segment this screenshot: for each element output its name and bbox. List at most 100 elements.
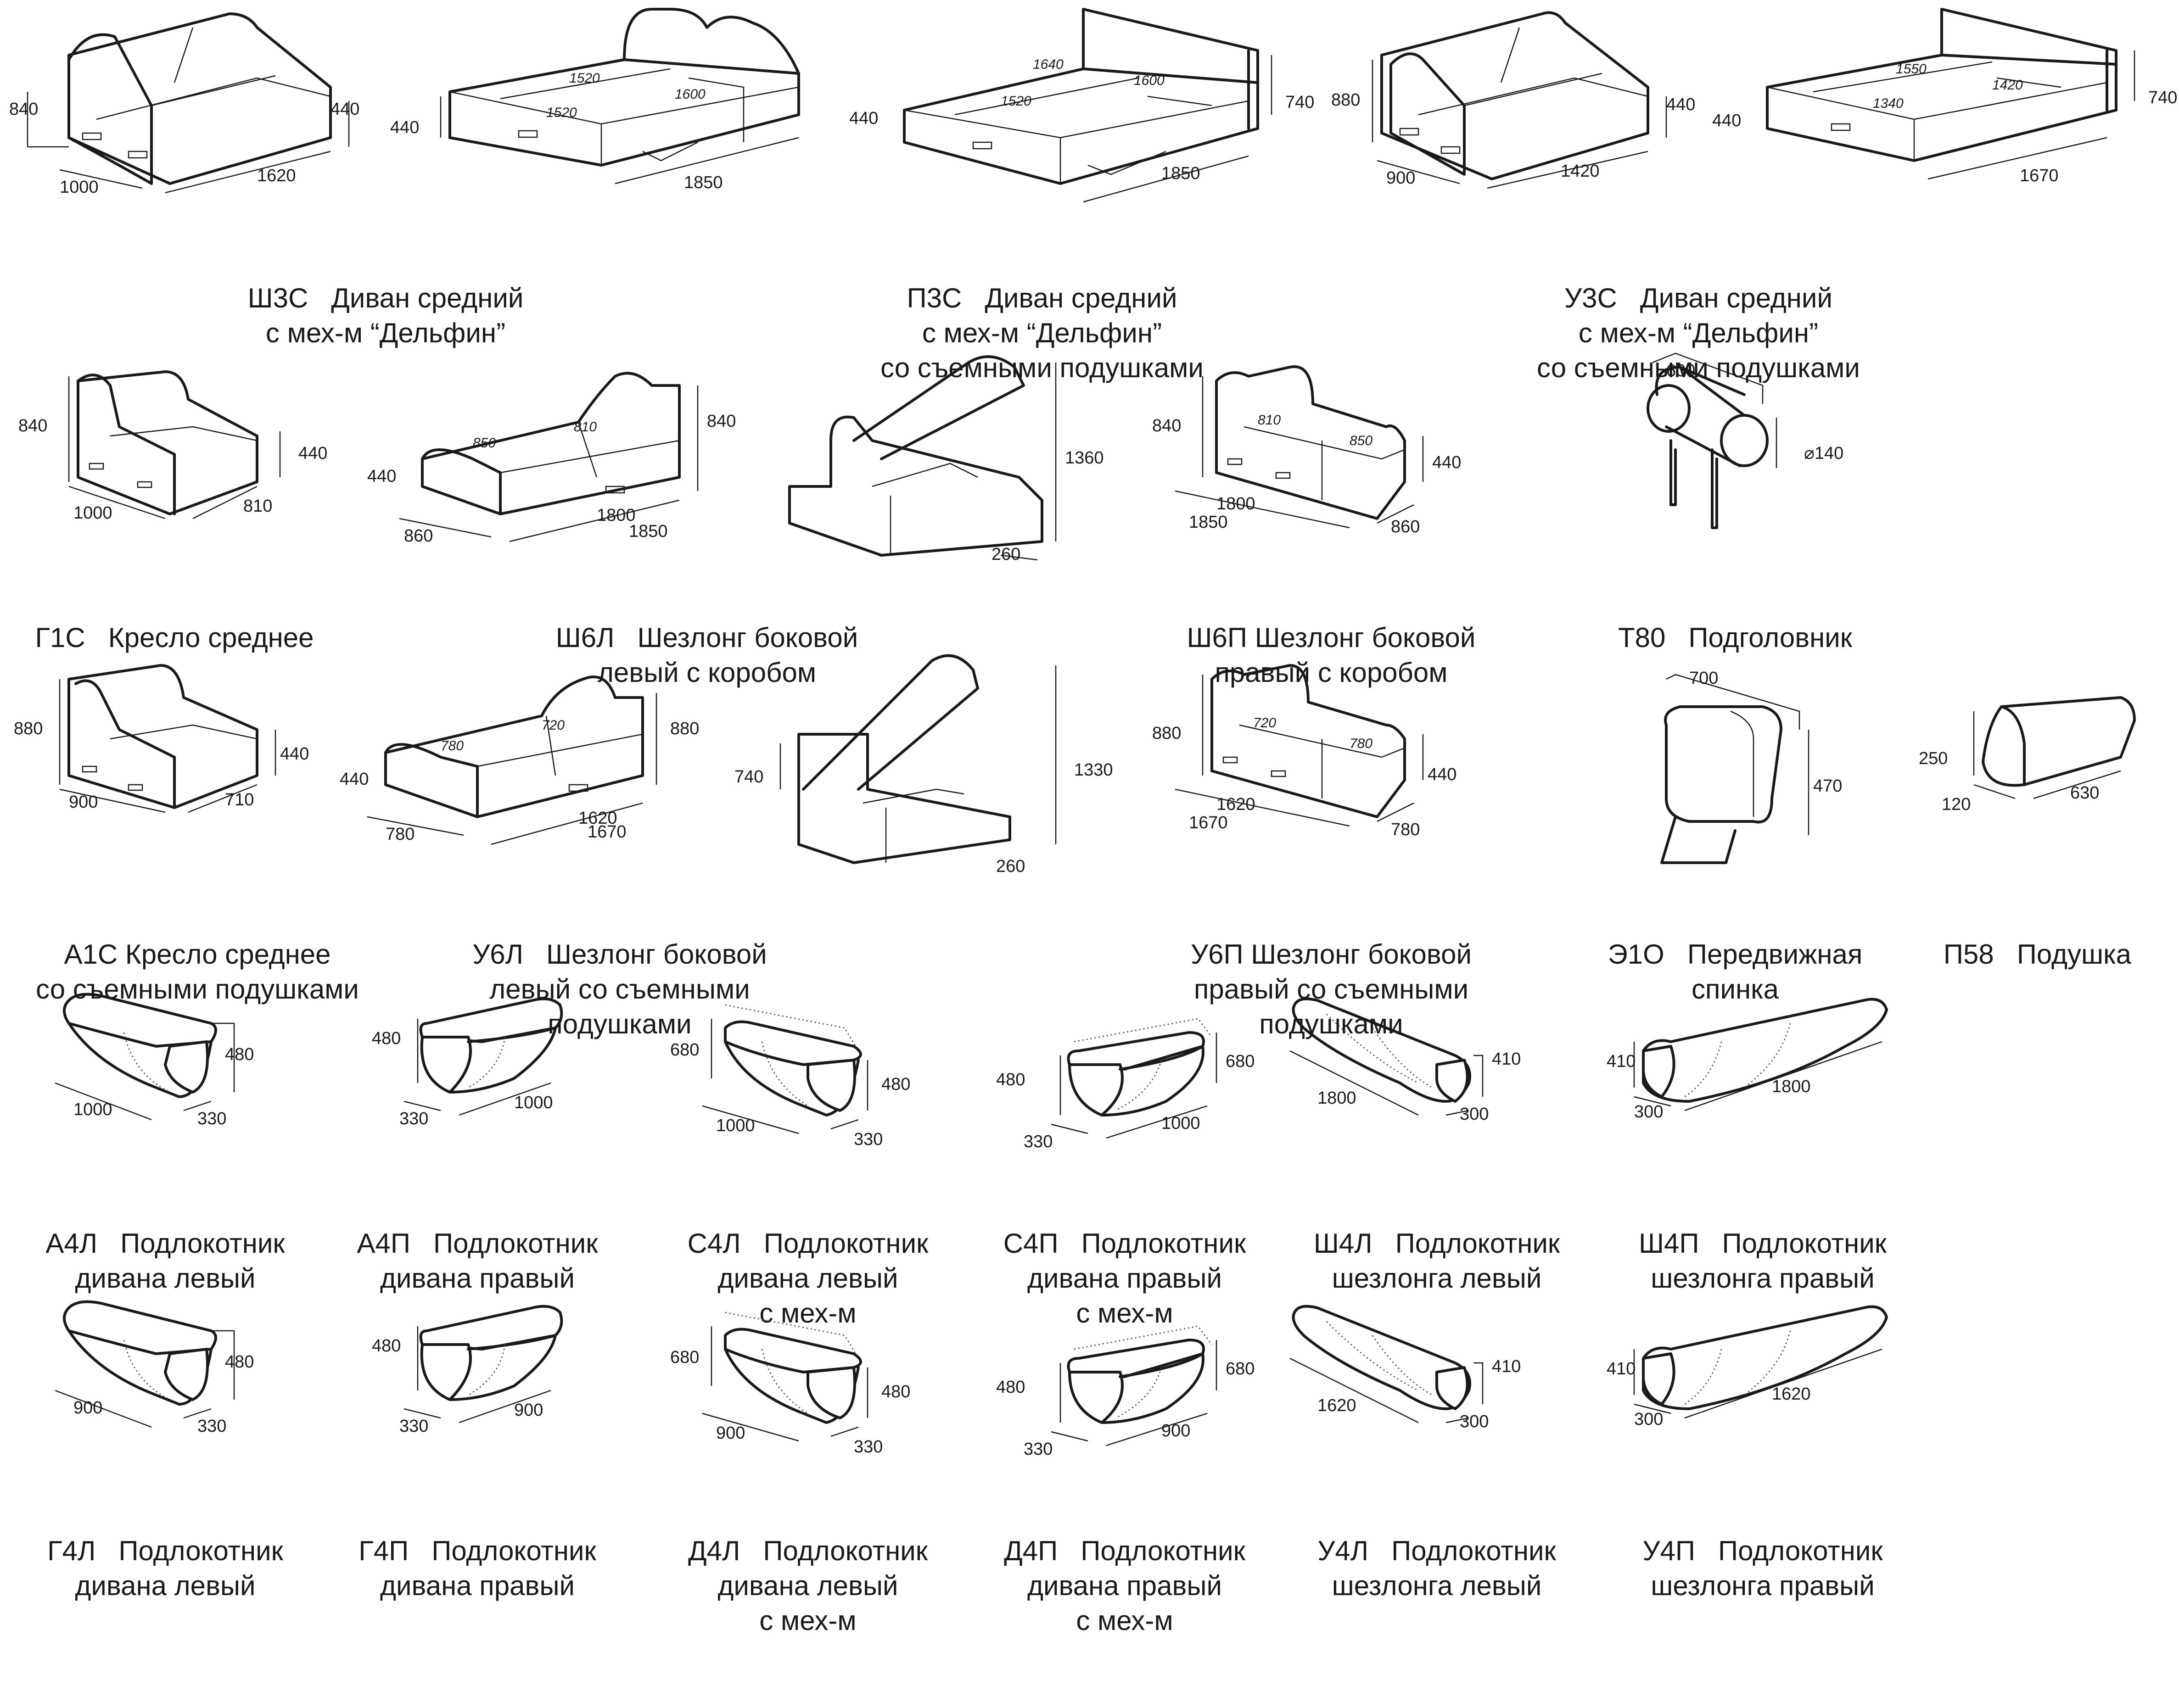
dim-length: 1800 [597,506,636,525]
dim-depth: 780 [1391,820,1420,839]
dim-length: 900 [1161,1421,1190,1440]
item-u3s: 880 440 900 1420 [1327,0,1695,211]
caption-t80: Т80 Подголовник [1618,622,1853,653]
item-sh6p: 840 440 810 850 1800 1850 860 Ш6П Шезлон… [1138,349,1524,688]
dim-height: 840 [18,416,47,435]
dim-height-open: 680 [1226,1359,1255,1379]
dim-length: 900 [73,1398,102,1418]
dim-length: 1620 [578,809,617,828]
dim-height: 740 [2148,88,2177,107]
armrest-u4p-drawing [1633,1305,1888,1419]
dim-length: 1000 [716,1116,755,1135]
dim-overall-length: 1850 [629,522,668,541]
dim-height: 410 [1607,1052,1636,1071]
dim-depth: 860 [1391,517,1420,536]
dim-seat-b: 850 [1350,433,1372,448]
item-sh3s-unfolded: 440 1520 1600 1520 1850 [386,0,822,211]
dim-height-open: 680 [670,1040,699,1060]
dim-open-height: 1330 [1074,760,1113,780]
armrest-sh4p-drawing [1633,998,1888,1111]
dim-depth: 300 [1460,1105,1489,1124]
dim-depth: 330 [399,1417,428,1436]
dim-seat-height: 440 [1432,453,1461,472]
armrest-d4l-drawing [702,1312,868,1442]
chair-a1s-drawing [59,664,276,813]
sofa-u3s-unfolded-drawing [1766,8,2135,180]
dim-depth: 330 [1024,1132,1053,1151]
dim-cushion-b: 1600 [1134,73,1165,88]
dim-depth: 330 [197,1417,226,1436]
dim-length: 1800 [1772,1077,1811,1096]
dim-cushion-b: 1600 [675,87,706,102]
dim-height: 480 [996,1070,1025,1089]
item-p58: 250 120 630 П58 Подушка [1896,652,2179,970]
dim-width: 1670 [2020,166,2059,185]
dim-height: 480 [372,1336,401,1356]
dim-height: 880 [670,719,699,738]
armrest-a4p-drawing [403,997,563,1116]
caption-p58: П58 Подушка [1943,939,2132,970]
dim-width: 1850 [684,173,723,192]
armrest-a4l-drawing [55,993,235,1121]
dim-overall-length: 1850 [1189,513,1228,532]
dim-length: 1800 [1216,494,1255,514]
dim-cushion-b: 1420 [1992,78,2023,93]
dim-height: 840 [707,412,736,431]
dim-seat-height: 440 [1428,765,1456,784]
dim-width: 810 [243,497,272,516]
sofa-sh3s-drawing [27,12,350,194]
item-sh6l: 440 840 850 810 860 1800 1850 1360 260 Ш… [358,349,1120,688]
dim-length: 1000 [514,1093,553,1112]
dim-seat-height: 440 [390,118,419,137]
dim-seat-a: 810 [1258,413,1281,428]
dim-length: 1620 [1772,1384,1811,1404]
dim-height: 480 [881,1382,910,1401]
dim-height: 480 [881,1075,910,1094]
dim-height: 880 [14,719,43,738]
dim-seat-a: 850 [473,435,496,451]
item-u3s-unfolded: 440 740 1550 1420 1340 1670 У3С Диван ср… [1537,0,2179,383]
dim-length: 900 [716,1423,745,1443]
dim-cushion-a: 1550 [1896,61,1927,77]
dim-seat-height: 440 [340,770,369,789]
sofa-u3s-drawing [1372,11,1667,189]
caption-g1s: Г1С Кресло среднее [35,622,314,653]
dim-bed-depth: 1520 [1001,94,1031,109]
item-u6p: 880 440 720 780 1620 1670 780 У6П Шезлон… [1138,652,1524,1039]
sofa-sh3s-unfolded-drawing [440,8,800,184]
dim-cushion-a: 1520 [569,71,600,86]
dim-height: 470 [1813,776,1842,796]
dim-length: 630 [2070,783,2099,803]
dim-width: 710 [225,790,254,809]
armrest-u4l-drawing [1289,1305,1484,1423]
dim-height: 840 [1152,416,1181,435]
dim-length: 1620 [1216,795,1255,814]
dim-length: 1620 [1317,1396,1356,1415]
dim-height-open: 680 [1226,1052,1255,1071]
dim-depth: 330 [399,1109,428,1128]
dim-diameter: ⌀140 [1804,444,1843,463]
dim-seat-height: 440 [330,100,359,119]
dim-depth: 300 [1460,1412,1489,1431]
